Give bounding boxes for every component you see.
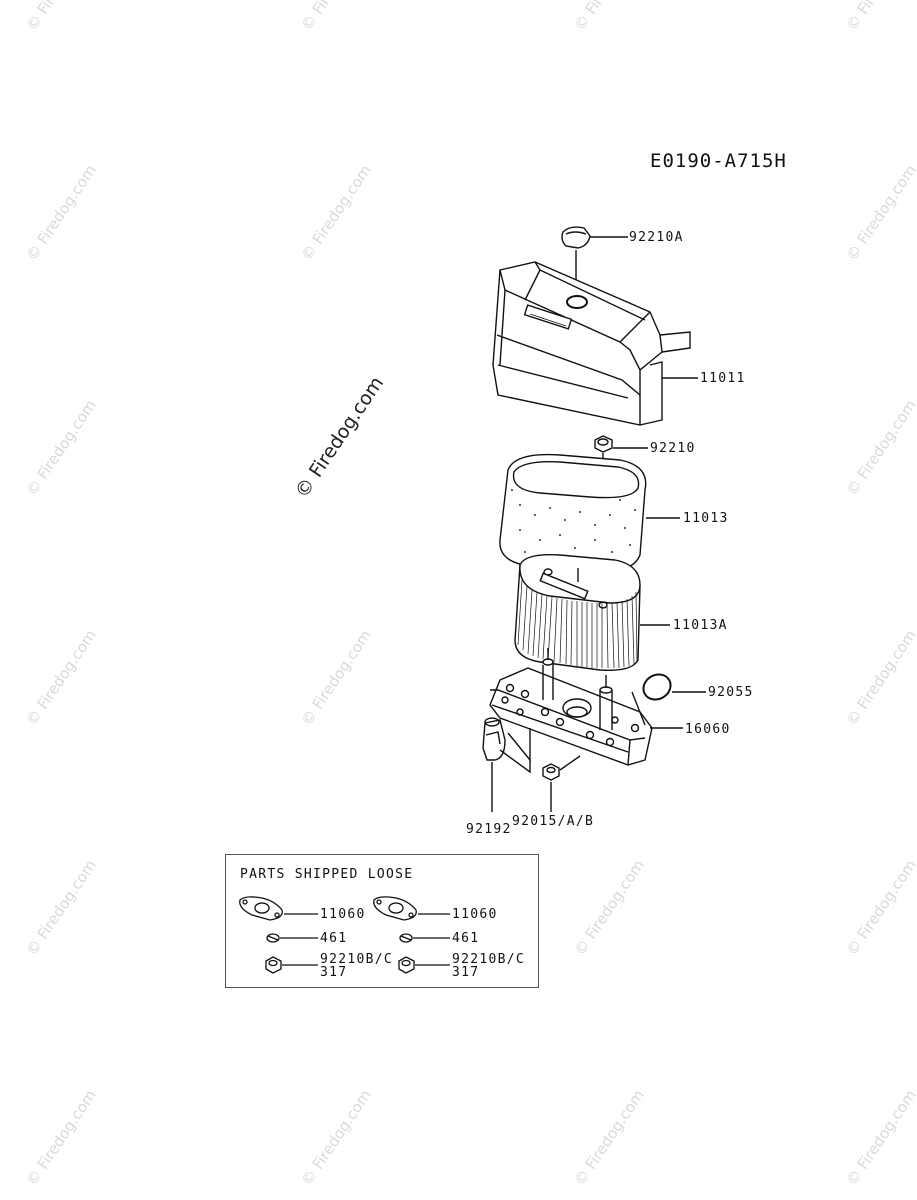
loose-label-washer-left: 461 xyxy=(320,931,348,946)
loose-label-qty-left: 317 xyxy=(320,965,348,980)
label-precleaner: 11013 xyxy=(683,511,729,526)
diagram-code: E0190-A715H xyxy=(650,150,787,172)
loose-nut-left xyxy=(265,956,318,974)
loose-label-washer-right: 461 xyxy=(452,931,480,946)
loose-washer-left xyxy=(266,933,318,943)
breather-part xyxy=(482,717,531,812)
oring-part xyxy=(642,673,706,701)
loose-gasket-right xyxy=(373,896,450,921)
label-cover: 11011 xyxy=(700,371,746,386)
label-base: 16060 xyxy=(685,722,731,737)
label-knob: 92210A xyxy=(629,230,684,245)
label-oring: 92055 xyxy=(708,685,754,700)
loose-label-gasket-right: 11060 xyxy=(452,907,498,922)
label-base-nut: 92015/A/B xyxy=(512,814,595,829)
precleaner-part xyxy=(499,453,680,574)
loose-label-nut-right: 92210B/C xyxy=(452,952,526,967)
base-nut-part xyxy=(542,755,581,812)
loose-label-qty-right: 317 xyxy=(452,965,480,980)
cover-part xyxy=(492,261,698,426)
loose-label-gasket-left: 11060 xyxy=(320,907,366,922)
label-nut: 92210 xyxy=(650,441,696,456)
loose-nut-right xyxy=(398,956,450,974)
knob-part xyxy=(561,226,628,298)
base-part xyxy=(489,648,683,766)
label-breather: 92192 xyxy=(466,822,512,837)
loose-washer-right xyxy=(399,933,450,943)
parts-shipped-loose-box: PARTS SHIPPED LOOSE xyxy=(225,854,539,988)
loose-label-nut-left: 92210B/C xyxy=(320,952,394,967)
parts-shipped-loose-title: PARTS SHIPPED LOOSE xyxy=(240,867,414,882)
label-element: 11013A xyxy=(673,618,728,633)
loose-gasket-left xyxy=(239,896,318,921)
element-part xyxy=(514,554,670,671)
